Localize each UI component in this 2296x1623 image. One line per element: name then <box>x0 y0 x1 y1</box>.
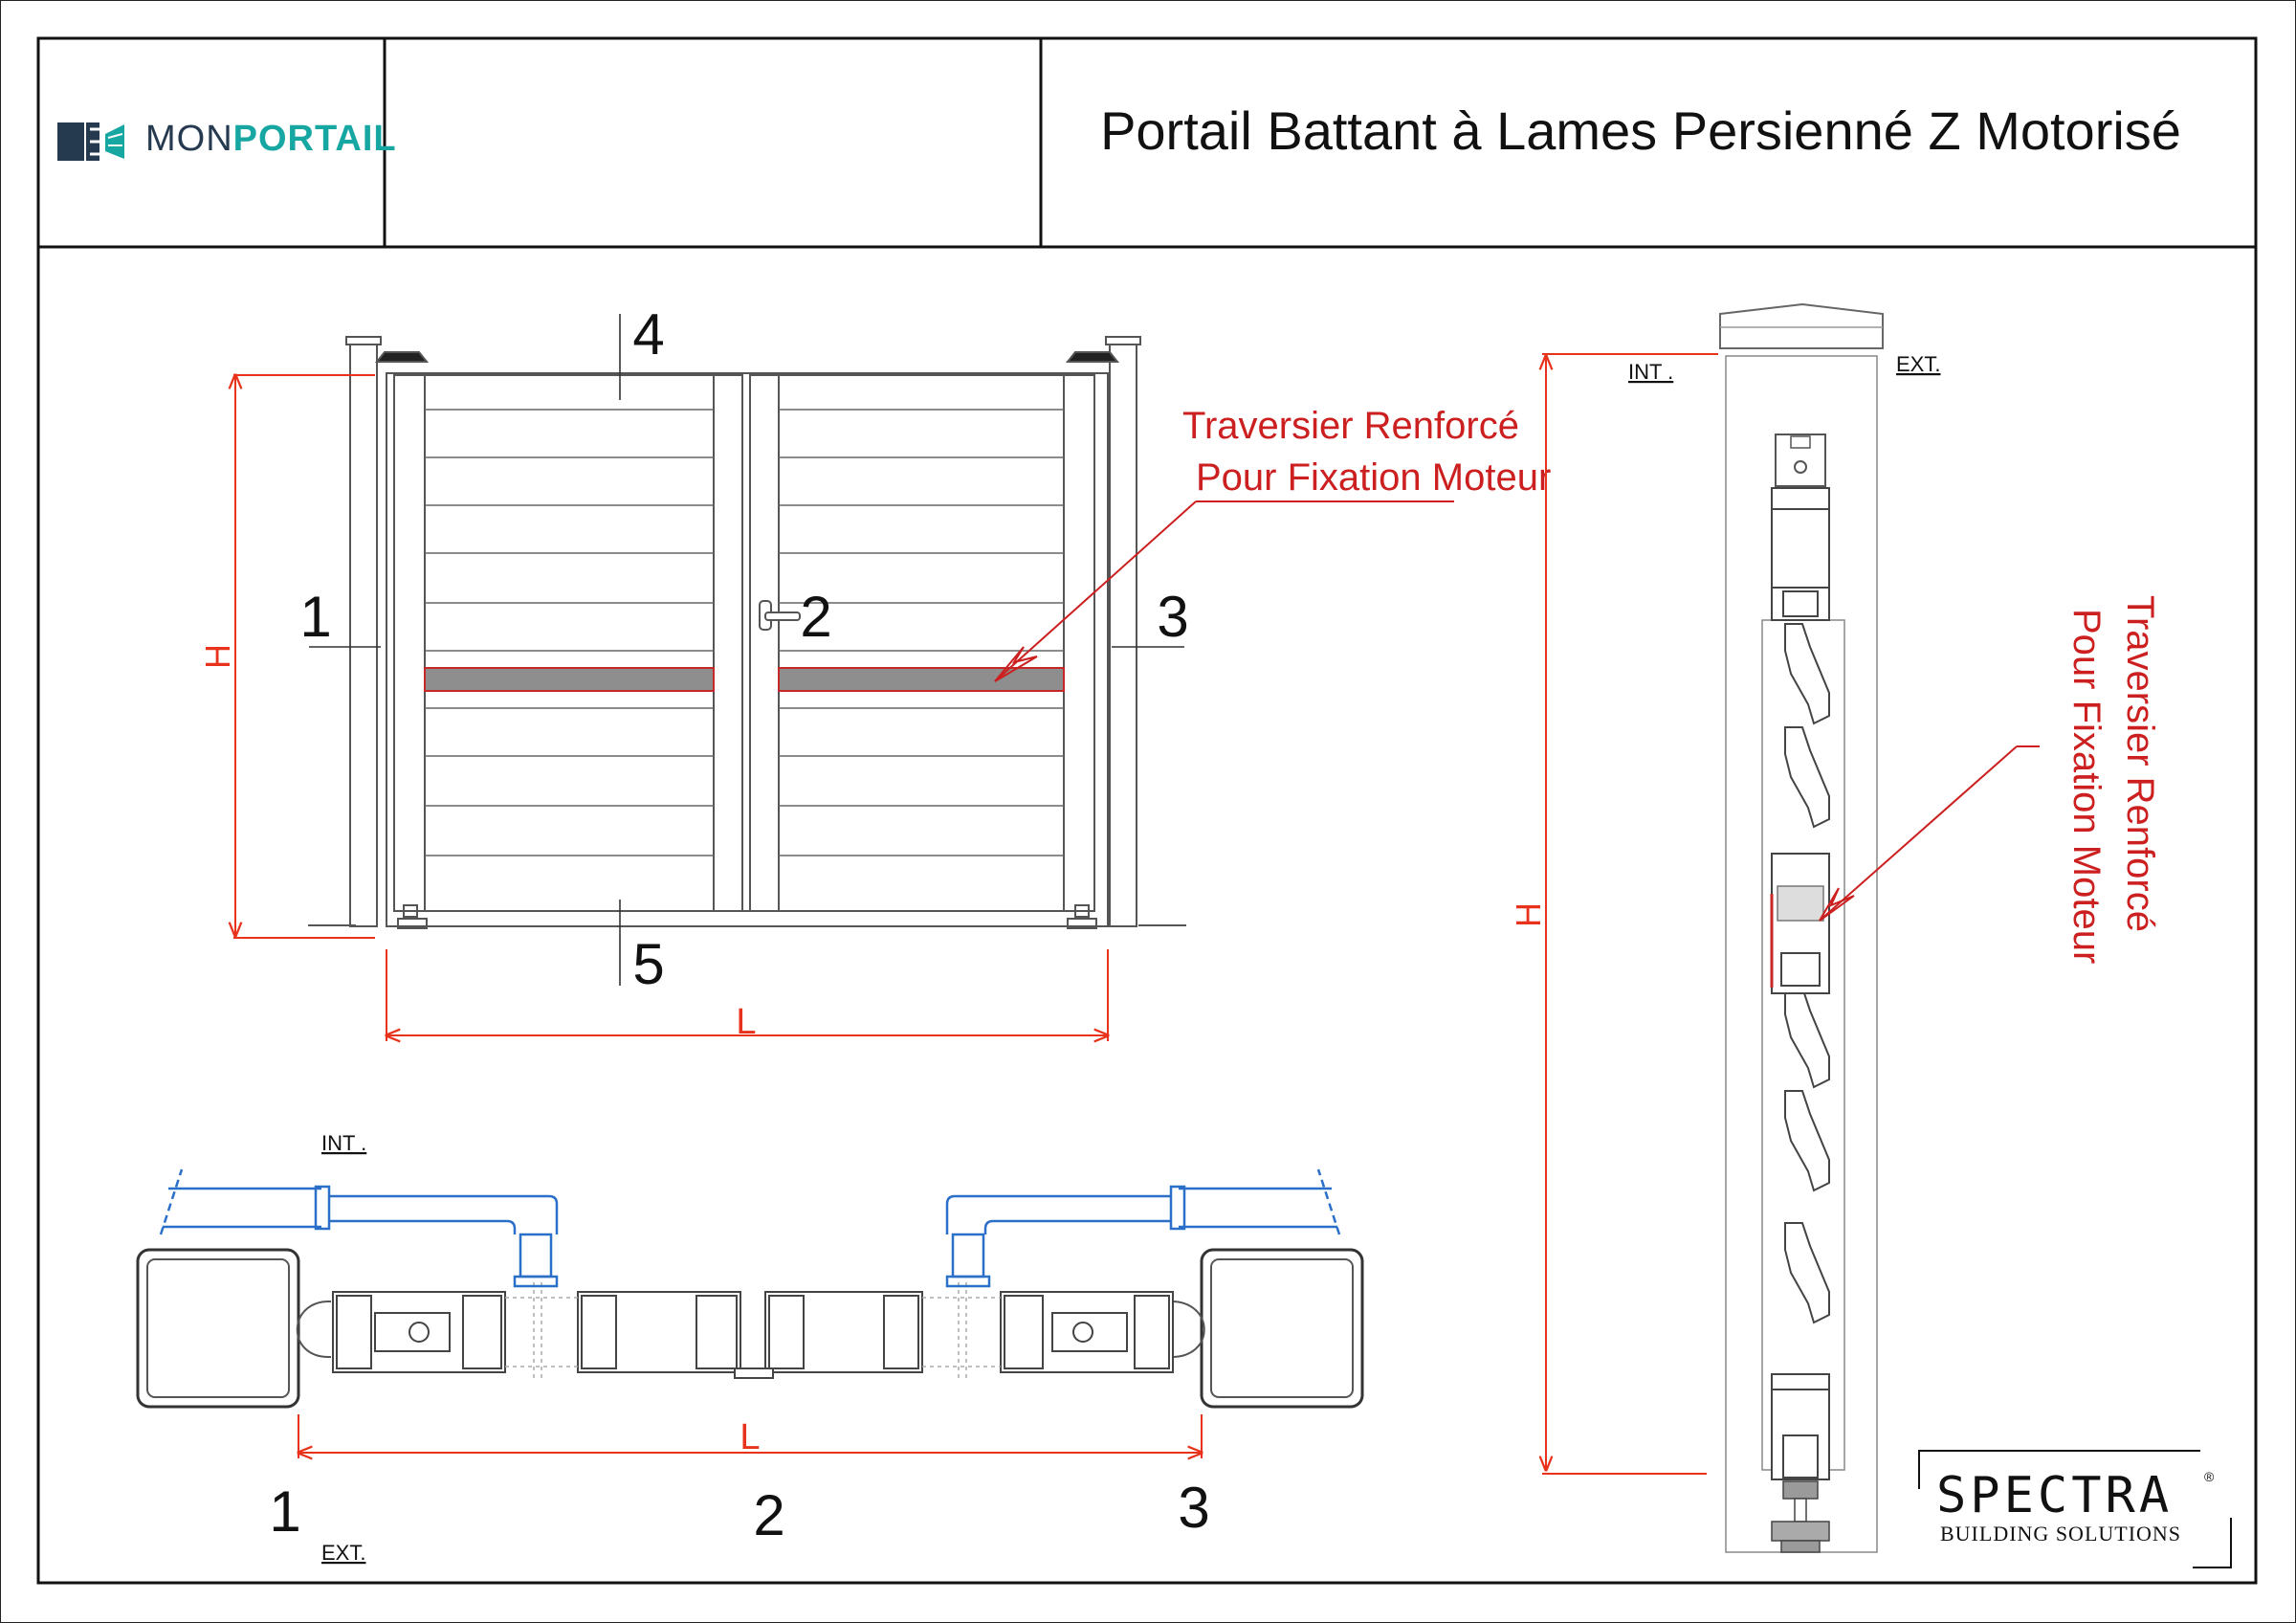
plan-ext-label: EXT. <box>321 1541 365 1565</box>
section-callout-line1: Traversier Renforcé <box>2119 595 2161 932</box>
spectra-name: SPECTRA <box>1936 1467 2173 1524</box>
ref-label-4: 4 <box>632 302 664 367</box>
section-int-label: INT . <box>1628 360 1673 384</box>
spectra-logo: SPECTRA ® BUILDING SOLUTIONS <box>1918 1450 2232 1568</box>
left-post <box>345 336 430 927</box>
logo-part-portail: PORTAIL <box>232 119 397 159</box>
louvre-profile <box>1784 726 1830 829</box>
plan-view: INT . EXT. L 1 2 3 <box>136 1131 1364 1565</box>
section-ext-label: EXT. <box>1896 352 1940 376</box>
logo-part-mon: MON <box>145 119 233 159</box>
width-label: L <box>736 1002 756 1042</box>
louvre-profile <box>1784 1090 1830 1192</box>
gate-slats <box>425 409 1064 856</box>
gate-handle <box>759 600 801 631</box>
ref-label-1: 1 <box>299 585 331 649</box>
spectra-mark: ® <box>2204 1469 2215 1484</box>
spectra-subtitle: BUILDING SOLUTIONS <box>1940 1522 2181 1545</box>
louvre-profiles <box>1784 623 1830 1324</box>
plan-int-label: INT . <box>321 1131 366 1155</box>
rail-callout-leader <box>994 500 1454 682</box>
louvre-profile <box>1784 987 1830 1089</box>
ref-label-3: 3 <box>1157 585 1188 649</box>
front-elevation: 1 2 3 4 5 H L Traversier Renforcé Pour F… <box>198 302 1551 1042</box>
monportail-logo-icon <box>57 122 124 161</box>
plan-label-1: 1 <box>269 1479 300 1544</box>
section-reinforced-rail <box>1770 853 1830 994</box>
plan-label-2: 2 <box>753 1483 784 1547</box>
plan-left-post <box>136 1248 300 1409</box>
height-label: H <box>198 644 237 669</box>
louvre-profile <box>1784 623 1830 725</box>
ref-label-5: 5 <box>632 932 664 996</box>
section-height-label: H <box>1509 902 1548 927</box>
monportail-logo: MONPORTAIL <box>145 119 397 160</box>
right-motor-arm <box>945 1168 1341 1288</box>
height-dimension <box>233 375 375 939</box>
left-motor-arm <box>159 1168 559 1288</box>
rail-callout-line1: Traversier Renforcé <box>1182 405 1519 447</box>
drawing-title: Portail Battant à Lames Persienné Z Moto… <box>1100 100 2181 161</box>
reinforced-rail <box>424 667 1065 692</box>
right-post <box>1065 336 1141 927</box>
louvre-profile <box>1784 1222 1830 1324</box>
plan-label-3: 3 <box>1178 1476 1209 1540</box>
width-dimension <box>386 949 1108 1041</box>
section-callout-line2: Pour Fixation Moteur <box>2065 609 2108 964</box>
drawing-frame <box>36 36 2258 1585</box>
plan-right-post <box>1200 1248 1364 1409</box>
side-section: H INT . EXT. Traversier Renforcé Pour Fi… <box>1509 302 2161 1553</box>
ref-label-2: 2 <box>800 585 831 649</box>
rail-callout-line2: Pour Fixation Moteur <box>1196 456 1551 499</box>
plan-width-label: L <box>740 1417 760 1457</box>
